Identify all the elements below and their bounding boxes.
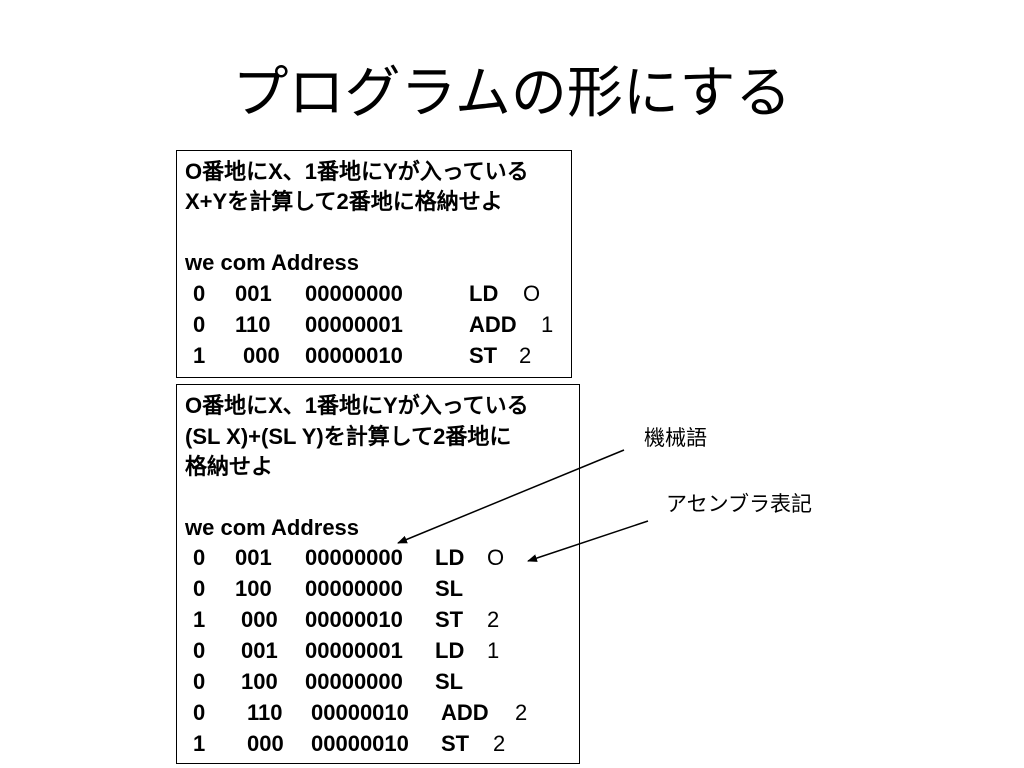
assembly-notation-label: アセンブラ表記 xyxy=(666,492,812,516)
com-value: 000 xyxy=(241,607,278,632)
box1-description-line-2: X+Yを計算して2番地に格納せよ xyxy=(185,189,503,214)
com-value: 001 xyxy=(235,545,272,570)
we-value: 0 xyxy=(193,281,206,306)
address-value: 00000001 xyxy=(305,312,403,337)
operand-value: 2 xyxy=(515,700,528,725)
we-value: 1 xyxy=(193,343,206,368)
address-value: 00000010 xyxy=(305,607,403,632)
operand-value: 2 xyxy=(493,731,506,756)
com-value: 100 xyxy=(235,576,272,601)
mnemonic-value: ADD xyxy=(469,312,517,337)
mnemonic-value: SL xyxy=(435,576,464,601)
mnemonic-value: ADD xyxy=(441,700,489,725)
address-value: 00000000 xyxy=(305,669,403,694)
com-value: 110 xyxy=(247,700,283,725)
address-value: 00000010 xyxy=(311,731,409,756)
mnemonic-value: LD xyxy=(435,638,465,663)
com-value: 100 xyxy=(241,669,278,694)
we-value: 1 xyxy=(193,607,206,632)
box2-description-line-3: 格納せよ xyxy=(185,454,274,479)
box2-description-line-2: (SL X)+(SL Y)を計算して2番地に xyxy=(185,424,512,449)
we-value: 0 xyxy=(193,638,206,663)
we-value: 0 xyxy=(193,576,206,601)
mnemonic-value: ST xyxy=(441,731,470,756)
we-value: 1 xyxy=(193,731,206,756)
com-value: 001 xyxy=(235,281,272,306)
mnemonic-value: ST xyxy=(469,343,498,368)
operand-value: O xyxy=(523,281,541,306)
box2-column-header: we com Address xyxy=(185,515,360,540)
we-value: 0 xyxy=(193,545,206,570)
mnemonic-value: LD xyxy=(435,545,465,570)
address-value: 00000010 xyxy=(305,343,403,368)
com-value: 110 xyxy=(235,312,271,337)
operand-value: 1 xyxy=(487,638,500,663)
com-value: 000 xyxy=(243,343,280,368)
address-value: 00000000 xyxy=(305,545,403,570)
address-value: 00000010 xyxy=(311,700,409,725)
we-value: 0 xyxy=(193,700,206,725)
box1-description-line-1: O番地にX、1番地にYが入っている xyxy=(185,159,529,184)
com-value: 001 xyxy=(241,638,278,663)
we-value: 0 xyxy=(193,669,206,694)
operand-value: 2 xyxy=(519,343,532,368)
program-box-sl: O番地にX、1番地にYが入っている (SL X)+(SL Y)を計算して2番地に… xyxy=(176,384,580,764)
address-value: 00000000 xyxy=(305,281,403,306)
box2-description-line-1: O番地にX、1番地にYが入っている xyxy=(185,393,529,418)
mnemonic-value: LD xyxy=(469,281,499,306)
mnemonic-value: SL xyxy=(435,669,464,694)
address-value: 00000000 xyxy=(305,576,403,601)
program-box-xy: O番地にX、1番地にYが入っている X+Yを計算して2番地に格納せよ we co… xyxy=(176,150,572,378)
operand-value: 2 xyxy=(487,607,500,632)
box1-column-header: we com Address xyxy=(185,250,360,275)
address-value: 00000001 xyxy=(305,638,403,663)
operand-value: 1 xyxy=(541,312,554,337)
com-value: 000 xyxy=(247,731,284,756)
slide-title: プログラムの形にする xyxy=(232,61,792,126)
machine-language-label: 機械語 xyxy=(644,426,707,450)
operand-value: O xyxy=(487,545,505,570)
mnemonic-value: ST xyxy=(435,607,464,632)
we-value: 0 xyxy=(193,312,206,337)
